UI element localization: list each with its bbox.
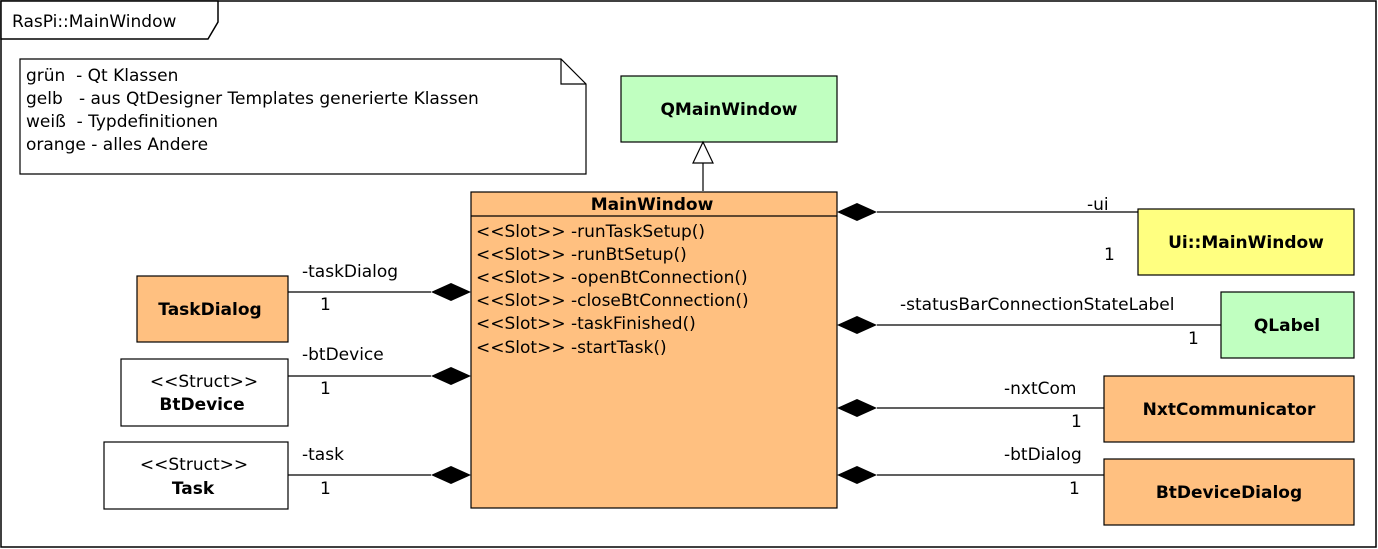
generalization-arrow [692,140,714,191]
class-btdevice-name: BtDevice [159,395,244,415]
class-btdevice-stereotype: <<Struct>> [150,372,258,392]
composition-diamond [837,466,877,484]
role-btdevice: -btDevice [302,345,384,365]
legend-line-white: weiß - Typdefinitionen [26,112,218,132]
class-qlabel-name: QLabel [1254,316,1320,336]
role-task: -task [302,445,344,465]
multiplicity-task: 1 [320,479,331,499]
multiplicity-statuslabel: 1 [1188,329,1199,349]
class-qmainwindow-name: QMainWindow [660,100,797,120]
association-statuslabel: -statusBarConnectionStateLabel 1 [837,295,1221,349]
association-taskdialog: -taskDialog 1 [288,262,471,315]
association-btdevice: -btDevice 1 [288,345,471,399]
class-task-stereotype: <<Struct>> [140,455,248,475]
class-task[interactable]: <<Struct>> Task [103,441,289,510]
frame-title-tab [0,0,219,40]
composition-diamond [431,283,471,301]
association-ui: -ui 1 [837,195,1138,265]
class-mainwindow-name: MainWindow [591,195,714,215]
multiplicity-btdevice: 1 [320,379,331,399]
role-btdialog: -btDialog [1004,445,1082,465]
method-item: <<Slot>> -openBtConnection() [476,268,748,288]
role-statuslabel: -statusBarConnectionStateLabel [900,295,1175,315]
association-btdialog: -btDialog 1 [837,445,1104,499]
class-btdevicedialog-name: BtDeviceDialog [1156,483,1302,503]
class-nxtcommunicator-name: NxtCommunicator [1143,400,1316,420]
composition-diamond [431,466,471,484]
method-item: <<Slot>> -closeBtConnection() [476,291,749,311]
association-nxtcom: -nxtCom 1 [837,379,1104,432]
multiplicity-ui: 1 [1104,245,1115,265]
composition-diamond [837,399,877,417]
legend-line-orange: orange - alles Andere [26,135,208,155]
role-taskdialog: -taskDialog [302,262,398,282]
composition-diamond [837,316,877,334]
role-ui: -ui [1087,195,1109,215]
multiplicity-btdialog: 1 [1069,479,1080,499]
method-item: <<Slot>> -taskFinished() [476,314,696,334]
legend-note: grün - Qt Klassen gelb - aus QtDesigner … [19,58,587,175]
legend-line-yellow: gelb - aus QtDesigner Templates generier… [26,89,479,109]
class-btdevicedialog[interactable]: BtDeviceDialog [1103,458,1355,526]
method-item: <<Slot>> -runTaskSetup() [476,222,705,242]
class-ui-mainwindow-name: Ui::MainWindow [1168,233,1324,253]
class-qmainwindow[interactable]: QMainWindow [620,75,838,143]
class-taskdialog-name: TaskDialog [158,300,261,320]
method-item: <<Slot>> -runBtSetup() [476,245,687,265]
class-taskdialog[interactable]: TaskDialog [136,275,289,343]
role-nxtcom: -nxtCom [1004,379,1076,399]
class-nxtcommunicator[interactable]: NxtCommunicator [1103,375,1355,443]
multiplicity-taskdialog: 1 [320,295,331,315]
frame-title: RasPi::MainWindow [12,12,176,32]
method-item: <<Slot>> -startTask() [476,338,667,358]
class-mainwindow[interactable]: MainWindow <<Slot>> -runTaskSetup() <<Sl… [470,191,838,509]
multiplicity-nxtcom: 1 [1071,412,1082,432]
class-task-name: Task [172,479,215,499]
legend-line-green: grün - Qt Klassen [26,66,178,86]
association-task: -task 1 [288,445,471,499]
class-qlabel[interactable]: QLabel [1220,291,1355,359]
class-ui-mainwindow[interactable]: Ui::MainWindow [1137,208,1355,276]
class-btdevice[interactable]: <<Struct>> BtDevice [120,358,289,427]
composition-diamond [431,367,471,385]
composition-diamond [837,203,877,221]
